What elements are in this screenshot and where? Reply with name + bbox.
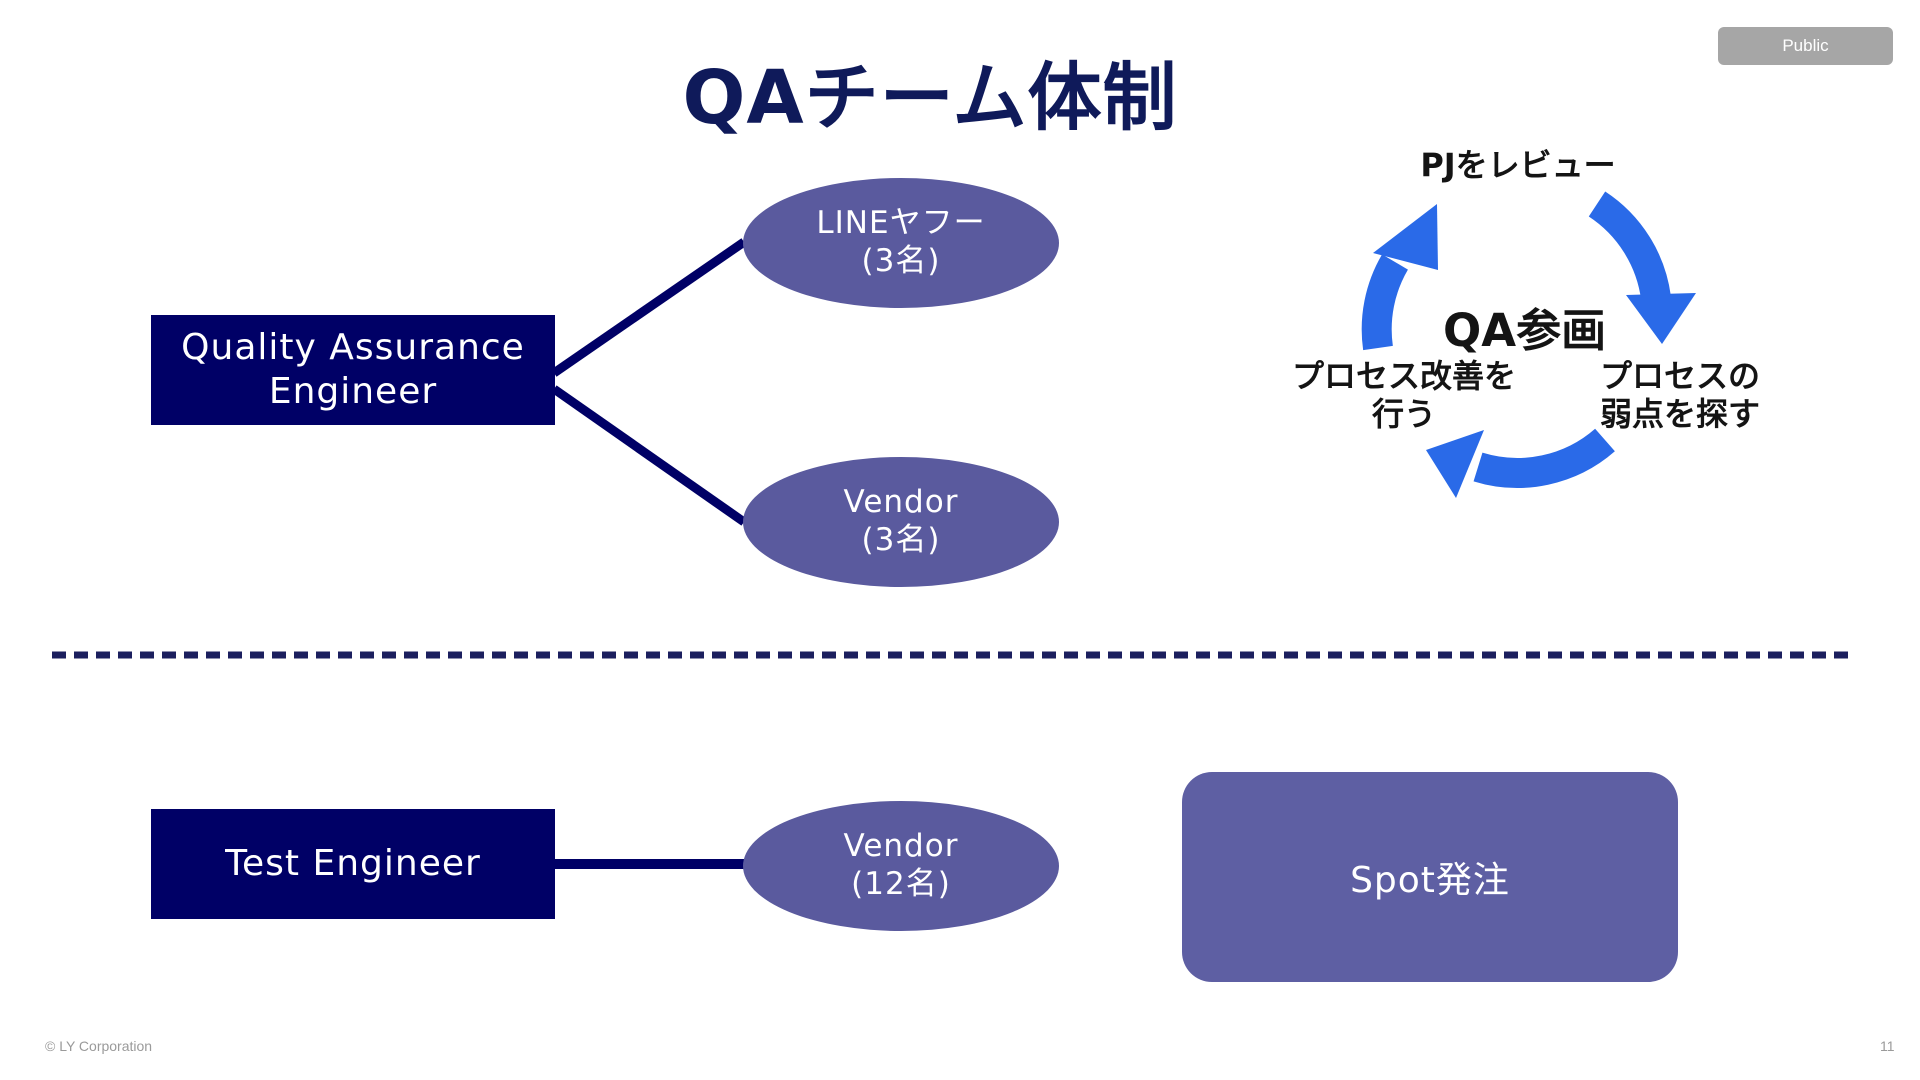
qa-box-line2: Engineer (268, 371, 438, 412)
page-title: QAチーム体制 (682, 55, 1178, 141)
lineyahoo-name: LINEヤフー (816, 205, 986, 242)
cycle-arrowhead-bottom (1426, 430, 1484, 498)
connector-qa-lineyahoo (551, 238, 747, 377)
cycle-right-line2: 弱点を探す (1599, 394, 1760, 433)
qa-box-line1: Quality Assurance (181, 327, 525, 369)
test-vendor-name: Vendor (843, 828, 959, 865)
test-box-label: Test Engineer (225, 843, 481, 885)
cycle-left-label: プロセス改善を 行う (1288, 357, 1520, 434)
spot-order-label: Spot発注 (1350, 860, 1510, 901)
qa-vendor-count: (3名) (861, 522, 941, 558)
cycle-center-label: QA参画 (1443, 304, 1607, 357)
connector-qa-vendor (551, 385, 747, 526)
qa-vendor-name: Vendor (843, 484, 959, 521)
cycle-arrow-right (1588, 191, 1671, 301)
cycle-left-line1: プロセス改善を (1291, 357, 1516, 395)
test-vendor-count: (12名) (851, 866, 951, 902)
cycle-arrow-upper-left (1361, 254, 1409, 351)
spot-order-box: Spot発注 (1182, 772, 1678, 982)
test-vendor-ellipse: Vendor (12名) (743, 801, 1059, 931)
test-engineer-box: Test Engineer (151, 809, 555, 919)
lineyahoo-count: (3名) (861, 243, 941, 279)
qa-vendor-ellipse: Vendor (3名) (743, 457, 1059, 587)
public-badge: Public (1718, 27, 1893, 65)
cycle-arrowhead-right (1626, 293, 1696, 344)
page-number: 11 (1880, 1038, 1895, 1054)
qa-engineer-box: Quality Assurance Engineer (151, 315, 555, 425)
cycle-arrow-bottom (1473, 428, 1615, 488)
cycle-top-label: PJをレビュー (1420, 146, 1616, 184)
cycle-right-line1: プロセスの (1599, 357, 1760, 395)
footer-copyright: © LY Corporation (45, 1038, 153, 1054)
cycle-arrowhead-upper-left (1373, 204, 1438, 270)
lineyahoo-ellipse: LINEヤフー (3名) (743, 178, 1059, 308)
cycle-left-line2: 行う (1371, 394, 1436, 433)
cycle-right-label: プロセスの 弱点を探す (1590, 357, 1770, 434)
